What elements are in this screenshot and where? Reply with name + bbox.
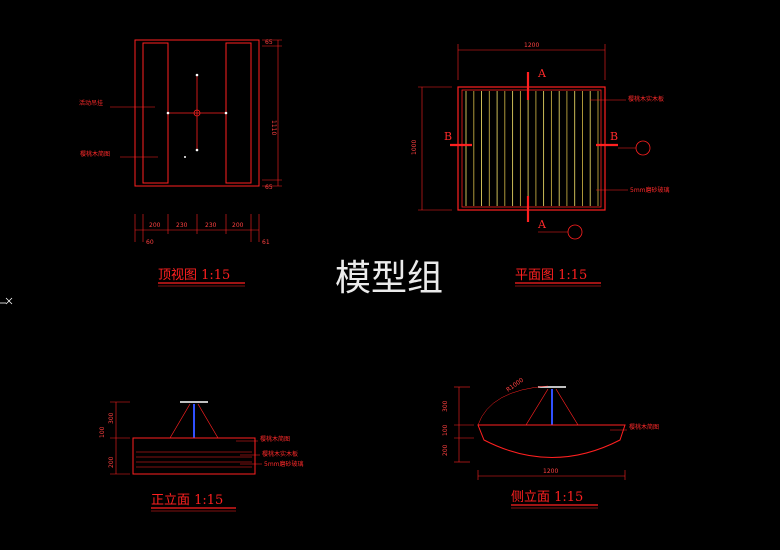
plan-view: 1200 1000 A A B B 樱桃木实木板 5mm磨砂玻璃 平面图 1:1… (411, 42, 670, 287)
label-front-glass: 5mm磨砂玻璃 (264, 460, 304, 468)
suspension-wire (525, 388, 549, 426)
fixture-point-icon (195, 148, 199, 152)
top-view-outline (134, 39, 260, 187)
fixture-point-icon (184, 156, 186, 158)
dim-front-mid: 100 (99, 426, 106, 438)
detail-callout-icon (635, 140, 651, 156)
dim-front-top: 300 (108, 412, 115, 424)
dim-bottom-small: 65 (265, 184, 273, 191)
label-side-frame: 樱桃木简图 (629, 423, 659, 431)
fixture-center-icon (193, 109, 201, 117)
dim-front-bottom: 200 (108, 456, 115, 468)
dim-d4: 200 (232, 222, 244, 229)
dim-top-small: 65 (265, 39, 273, 46)
suspension-wire (197, 403, 219, 439)
section-label-b-right: B (610, 130, 618, 143)
dim-plan-height: 1000 (411, 140, 418, 155)
detail-callout-icon (567, 224, 583, 240)
dim-d3: 230 (205, 222, 217, 229)
dim-side-width: 1200 (543, 468, 558, 475)
suspension-wire (555, 388, 579, 426)
fixture-point-icon (166, 111, 170, 115)
radius-arc (477, 385, 549, 426)
top-view: 活动吊挂 樱桃木简图 65 1110 65 200 230 230 200 60… (79, 39, 282, 287)
dim-plan-width: 1200 (524, 42, 539, 49)
side-elevation: R1000 300 100 200 1200 樱桃木简图 侧立面 1:15 (442, 377, 659, 509)
side-body (477, 424, 626, 458)
top-view-title: 顶视图 1:15 (158, 268, 230, 283)
plan-outline (457, 86, 606, 211)
ucs-marker-icon (0, 297, 13, 305)
side-elevation-title: 侧立面 1:15 (511, 490, 583, 505)
section-label-a-bottom: A (537, 218, 547, 231)
label-fixture: 活动吊挂 (79, 99, 103, 107)
dim-side-mid: 100 (442, 424, 449, 436)
dim-height: 1110 (270, 120, 277, 135)
dim-d2: 230 (176, 222, 188, 229)
front-body (132, 437, 256, 475)
section-label-b-left: B (444, 130, 452, 143)
front-elevation-title: 正立面 1:15 (151, 493, 223, 508)
plan-view-title: 平面图 1:15 (515, 268, 587, 283)
suspension-wire (169, 403, 191, 439)
fixture-point-icon (224, 111, 228, 115)
top-view-right-panel (225, 42, 252, 184)
dim-side-radius: R1000 (505, 377, 525, 394)
section-label-a-top: A (537, 67, 547, 80)
label-frame: 樱桃木简图 (80, 150, 110, 158)
watermark-text: 模型组 (335, 258, 443, 299)
plan-slats (465, 91, 599, 206)
label-slats: 樱桃木实木板 (628, 95, 664, 103)
label-glass: 5mm磨砂玻璃 (630, 186, 670, 194)
top-view-left-panel (142, 42, 169, 184)
dim-right-small: 61 (262, 239, 270, 246)
fixture-point-icon (195, 73, 199, 77)
label-front-slats: 樱桃木实木板 (262, 450, 298, 458)
dim-side-top: 300 (442, 400, 449, 412)
dim-d1: 200 (149, 222, 161, 229)
front-elevation: 300 100 200 樱桃木简图 樱桃木实木板 5mm磨砂玻璃 正立面 1:1… (99, 401, 304, 512)
plan-inner-outline (461, 89, 602, 208)
label-front-frame: 樱桃木简图 (260, 435, 290, 443)
dim-left-small: 60 (146, 239, 154, 246)
dim-side-bottom: 200 (442, 444, 449, 456)
